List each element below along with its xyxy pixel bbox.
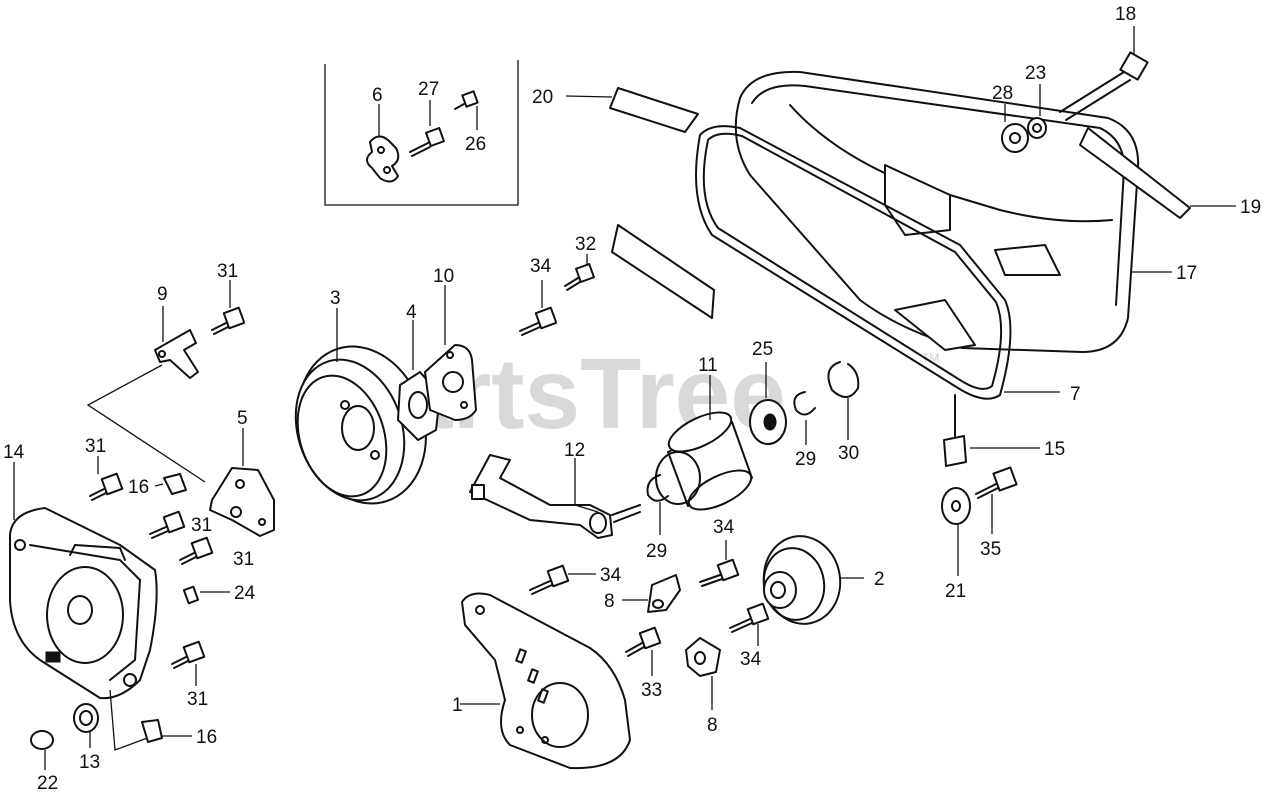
callout-31-a: 31: [217, 261, 238, 282]
bolt-34-right: [729, 602, 770, 646]
callout-14: 14: [3, 442, 25, 463]
callout-31-e: 31: [187, 689, 208, 710]
ring-29-a: [793, 391, 816, 445]
belt-cover-17: [734, 70, 1140, 353]
bolt-26: [454, 90, 479, 130]
bolt-35: [975, 466, 1018, 534]
bolt-18: [1059, 26, 1149, 121]
bolt-31-c: [149, 510, 186, 539]
bolt-34-left: [529, 564, 596, 595]
callout-30: 30: [838, 443, 859, 464]
callout-26: 26: [465, 134, 486, 155]
callout-9: 9: [157, 284, 168, 305]
idler-pulley-2: [762, 535, 864, 625]
callout-16-a: 16: [128, 477, 149, 498]
bracket-plate-1: [460, 592, 631, 770]
ring-30: [827, 361, 860, 440]
clip-8-a: [622, 574, 681, 613]
watermark-trademark: TM: [922, 351, 939, 365]
callout-3: 3: [330, 288, 341, 309]
clip-16-b: [141, 719, 192, 743]
ring-29-b: [646, 474, 669, 535]
housing-plate-14: [9, 462, 158, 751]
callout-2: 2: [874, 569, 885, 590]
bolt-31-a: [211, 280, 246, 335]
callout-34-d: 34: [740, 649, 762, 670]
washer-21: [941, 487, 971, 576]
callout-31-c: 31: [191, 515, 212, 536]
callout-28: 28: [992, 83, 1013, 104]
callout-18: 18: [1115, 4, 1136, 25]
inset-box: [324, 60, 519, 206]
callout-31-b: 31: [85, 436, 106, 457]
plate-6: [366, 135, 400, 183]
callout-22: 22: [37, 773, 58, 794]
callout-32: 32: [575, 234, 596, 255]
callout-21: 21: [945, 581, 966, 602]
callout-23: 23: [1025, 63, 1046, 84]
decal-19: [1079, 127, 1191, 219]
callout-12: 12: [564, 440, 585, 461]
callout-27: 27: [418, 79, 439, 100]
bolt-33: [625, 626, 662, 676]
callout-29-b: 29: [795, 449, 816, 470]
bracket-5: [209, 428, 275, 537]
washer-23: [1027, 84, 1047, 139]
fitting-15: [943, 394, 1040, 467]
cap-22: [30, 730, 54, 770]
bolt-34-mid: [699, 540, 740, 587]
plate-10: [424, 285, 477, 421]
bushing-13: [73, 703, 99, 748]
bracket-9: [154, 306, 199, 379]
callout-5: 5: [237, 408, 248, 429]
pin-24: [182, 585, 230, 605]
bolt-32: [564, 254, 595, 291]
belt-7: [695, 125, 1012, 400]
callout-1: 1: [452, 695, 463, 716]
callout-29-a: 29: [646, 541, 667, 562]
arm-12: [469, 454, 641, 539]
callout-34-b: 34: [600, 565, 622, 586]
bolt-27: [409, 100, 445, 157]
decal-plate: [611, 224, 715, 319]
callout-17: 17: [1176, 263, 1197, 284]
bolt-31-b: [89, 456, 124, 501]
callout-35: 35: [980, 539, 1001, 560]
callout-4: 4: [406, 302, 417, 323]
callout-33: 33: [641, 680, 662, 701]
callout-34-a: 34: [530, 256, 552, 277]
callout-6: 6: [372, 85, 383, 106]
bearing-25: [749, 362, 787, 445]
callout-13: 13: [79, 752, 100, 773]
decal-20: [609, 87, 699, 133]
callout-31-d: 31: [233, 549, 254, 570]
callout-7: 7: [1070, 384, 1081, 405]
callout-8-a: 8: [604, 591, 615, 612]
callout-11: 11: [698, 355, 718, 376]
pulley-3: [294, 308, 427, 505]
callout-10: 10: [433, 266, 454, 287]
sleeve-11: [655, 375, 753, 511]
washer-28: [1001, 104, 1029, 153]
callout-20: 20: [532, 87, 553, 108]
bolt-34-top: [519, 280, 558, 336]
callout-labels: 1 2 3 4 5 6 7 8 8 9 10 11 12 13 14 15 16…: [3, 4, 1261, 794]
callout-24: 24: [234, 583, 256, 604]
callout-19: 19: [1240, 197, 1261, 218]
callout-25: 25: [752, 339, 773, 360]
bolt-31-e: [171, 640, 206, 686]
callout-16-b: 16: [196, 727, 217, 748]
bolt-31-d: [179, 536, 214, 565]
callout-15: 15: [1044, 439, 1065, 460]
clip-8-b: [685, 637, 721, 710]
callout-34-c: 34: [713, 517, 735, 538]
clip-16-a: [154, 473, 187, 495]
callout-8-b: 8: [707, 715, 718, 736]
